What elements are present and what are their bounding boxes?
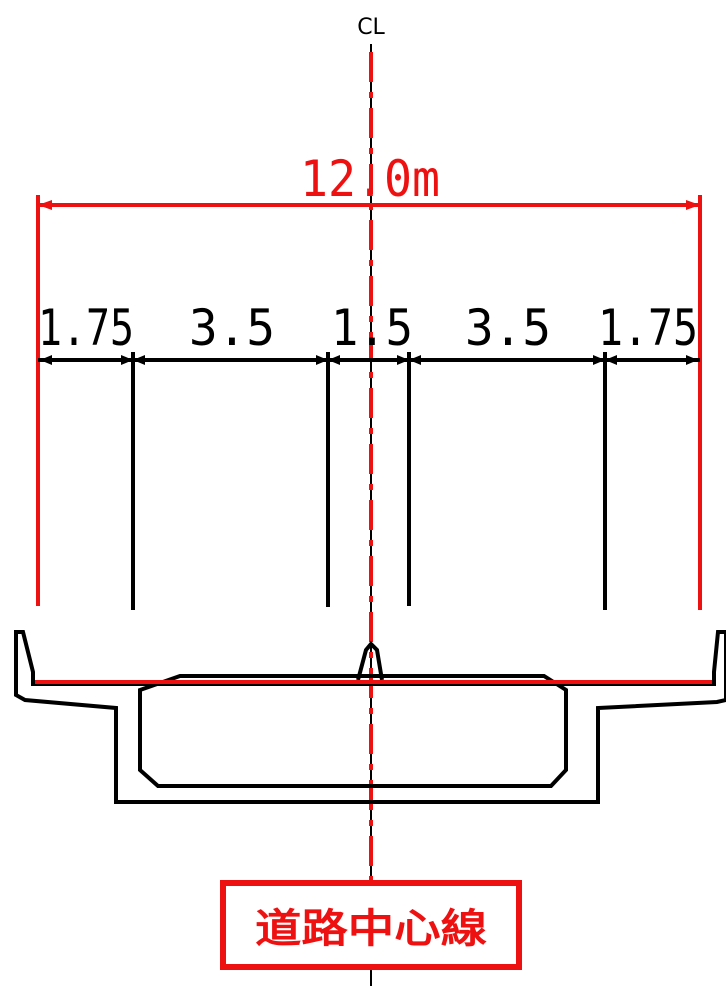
total-width-label: 12.0m [300, 150, 440, 208]
segment-label-2: 3.5 [189, 299, 275, 357]
centerline-label: CL [357, 15, 385, 40]
road-centerline-label-box [220, 880, 522, 970]
segment-label-4: 3.5 [465, 299, 551, 357]
segment-label-5: 1.75 [598, 299, 698, 357]
lane-dimension-line [38, 355, 700, 365]
lane-boundary-lines [131, 352, 607, 610]
road-centerline-label: 道路中心線 [255, 906, 487, 952]
total-width-dimension [36, 195, 702, 610]
segment-label-1: 1.75 [38, 299, 134, 357]
segment-label-3: 1.5 [331, 299, 413, 357]
